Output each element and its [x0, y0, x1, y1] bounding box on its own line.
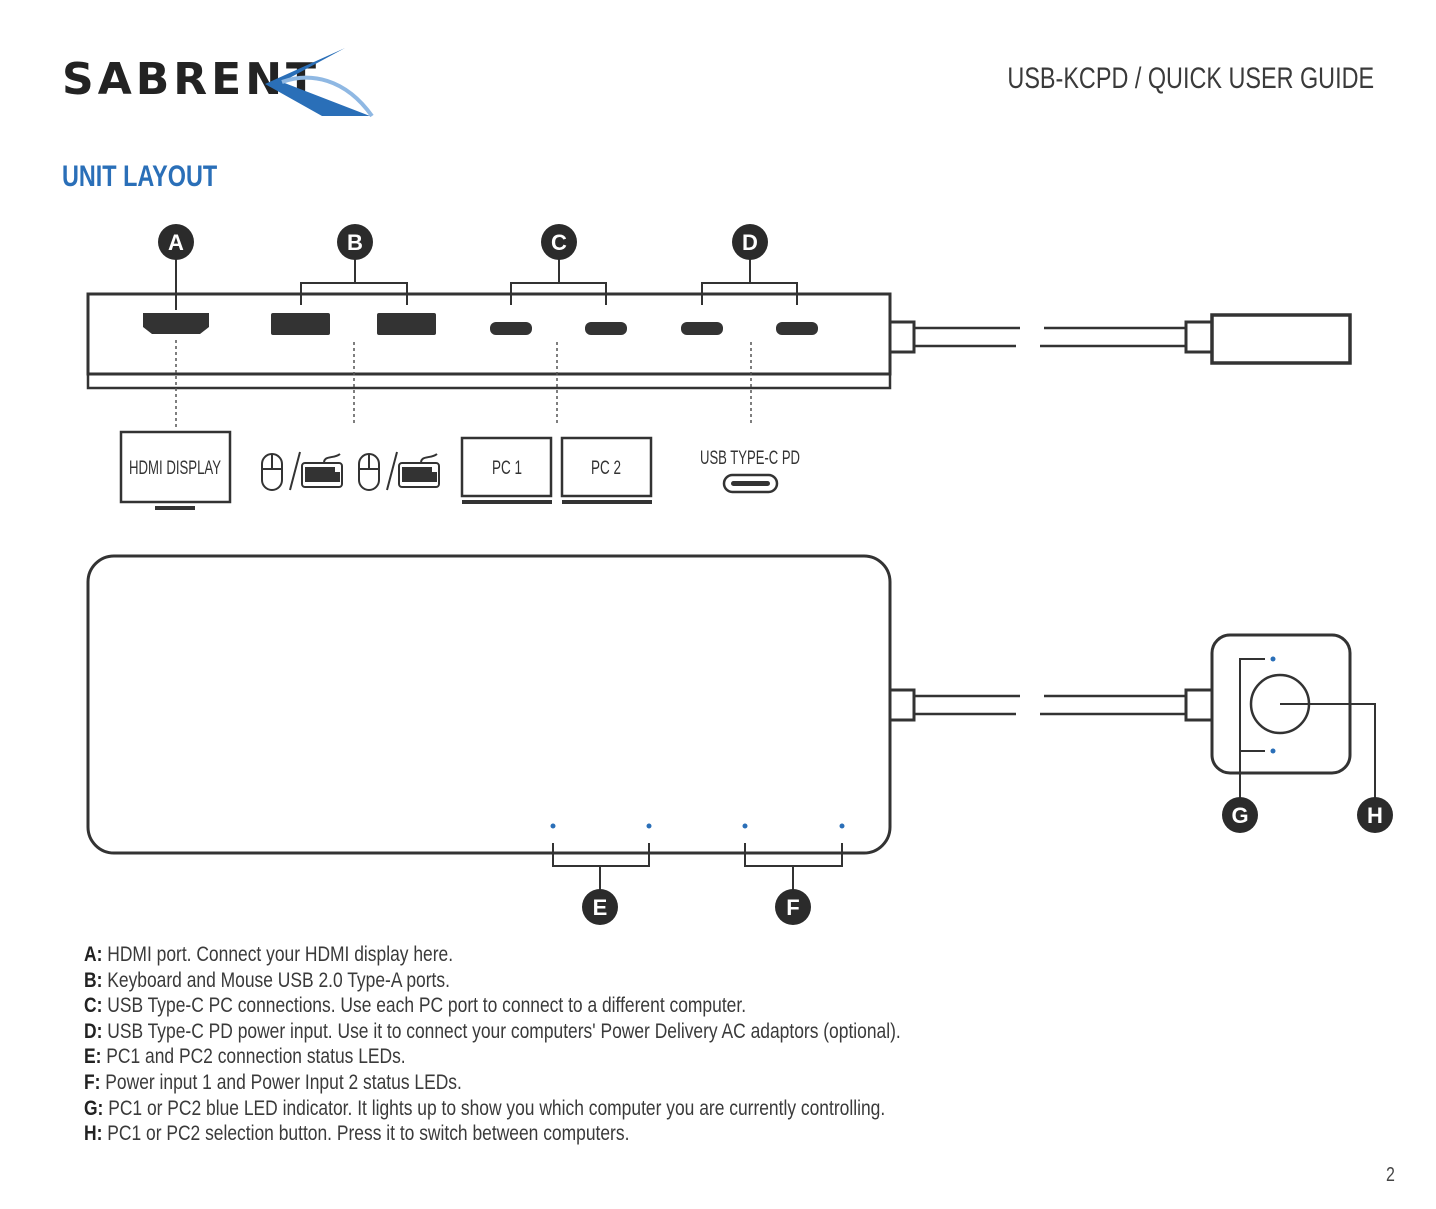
callout-g-label: G — [1231, 803, 1248, 828]
description-d: D: USB Type-C PD power input. Use it to … — [84, 1019, 901, 1045]
callout-c-label: C — [551, 230, 567, 255]
description-key: A: — [84, 943, 103, 966]
description-key: B: — [84, 968, 103, 992]
pc-selection-controller — [1210, 633, 1376, 798]
mouse-keyboard-icon-1 — [261, 451, 343, 491]
callout-h: H — [1357, 797, 1393, 833]
description-key: D: — [84, 1019, 103, 1043]
pc1-indicator-led — [1270, 656, 1276, 662]
pc1-label: PC 1 — [492, 458, 522, 479]
usb-c-pd2-port — [776, 322, 818, 335]
description-text: USB Type-C PD power input. Use it to con… — [102, 1019, 901, 1043]
logo-swoosh-icon — [265, 48, 374, 118]
hub-top-view — [86, 554, 1214, 855]
callout-f-label: F — [786, 895, 799, 920]
description-text: PC1 or PC2 selection button. Press it to… — [102, 1122, 630, 1146]
usb-a-port-1 — [271, 313, 330, 335]
description-h: H: PC1 or PC2 selection button. Press it… — [84, 1121, 901, 1147]
pc1-status-led — [550, 823, 556, 829]
pc2-indicator-led — [1270, 748, 1276, 754]
hdmi-port — [143, 313, 209, 334]
hub-side-view — [86, 292, 1352, 390]
unit-layout-diagram: A B C D HDMI DISPLAY PC 1 — [86, 224, 1393, 925]
brand-wordmark: SABRENT — [62, 54, 321, 105]
usb-a-port-2 — [377, 313, 436, 335]
description-a: A: HDMI port. Connect your HDMI display … — [84, 942, 901, 968]
callout-e-label: E — [593, 895, 608, 920]
usb-c-pc2-port — [585, 322, 627, 335]
usb-c-pd-label: USB TYPE-C PD — [700, 448, 800, 469]
description-key: E: — [84, 1045, 102, 1069]
power1-status-led — [742, 823, 748, 829]
usb-c-pd1-port — [681, 322, 723, 335]
callout-a: A — [158, 224, 194, 260]
pc2-laptop-icon: PC 2 — [560, 436, 653, 504]
description-b: B: Keyboard and Mouse USB 2.0 Type-A por… — [84, 968, 901, 994]
callout-d-label: D — [742, 230, 758, 255]
callout-h-label: H — [1367, 803, 1383, 828]
callout-c: C — [541, 224, 577, 260]
callout-b: B — [337, 224, 373, 260]
layout-description-list: A: HDMI port. Connect your HDMI display … — [84, 942, 1068, 1147]
description-text: Power input 1 and Power Input 2 status L… — [100, 1070, 462, 1094]
usb-c-pc1-port — [490, 322, 532, 335]
description-key: F: — [84, 1070, 101, 1094]
pc1-laptop-icon: PC 1 — [460, 436, 553, 504]
mouse-keyboard-icon-2 — [358, 451, 440, 491]
sabrent-logo: SABRENT — [60, 44, 380, 122]
description-e: E: PC1 and PC2 connection status LEDs. — [84, 1044, 901, 1070]
callout-a-label: A — [168, 230, 184, 255]
guide-title: USB-KCPD / QUICK USER GUIDE — [1007, 62, 1374, 95]
usb-c-pd-icon: USB TYPE-C PD — [700, 448, 800, 494]
description-text: PC1 and PC2 connection status LEDs. — [101, 1045, 406, 1069]
description-key: G: — [84, 1096, 104, 1120]
callout-g: G — [1222, 797, 1258, 833]
description-g: G: PC1 or PC2 blue LED indicator. It lig… — [84, 1096, 901, 1122]
description-text: USB Type-C PC connections. Use each PC p… — [102, 994, 747, 1018]
description-text: Keyboard and Mouse USB 2.0 Type-A ports. — [102, 968, 450, 992]
description-key: H: — [84, 1122, 103, 1146]
description-c: C: USB Type-C PC connections. Use each P… — [84, 993, 901, 1019]
callout-e: E — [582, 889, 618, 925]
hdmi-display-icon: HDMI DISPLAY — [119, 430, 232, 510]
description-key: C: — [84, 994, 103, 1018]
power2-status-led — [839, 823, 845, 829]
section-title: UNIT LAYOUT — [62, 160, 218, 193]
hdmi-display-label: HDMI DISPLAY — [129, 458, 221, 479]
description-text: PC1 or PC2 blue LED indicator. It lights… — [103, 1096, 886, 1120]
page-number: 2 — [1386, 1164, 1395, 1186]
callout-f: F — [775, 889, 811, 925]
pc2-label: PC 2 — [591, 458, 621, 479]
description-text: HDMI port. Connect your HDMI display her… — [102, 943, 454, 966]
pc2-status-led — [646, 823, 652, 829]
cable-end-connector — [1210, 313, 1352, 365]
callout-b-label: B — [347, 230, 363, 255]
description-f: F: Power input 1 and Power Input 2 statu… — [84, 1070, 901, 1096]
callout-d: D — [732, 224, 768, 260]
